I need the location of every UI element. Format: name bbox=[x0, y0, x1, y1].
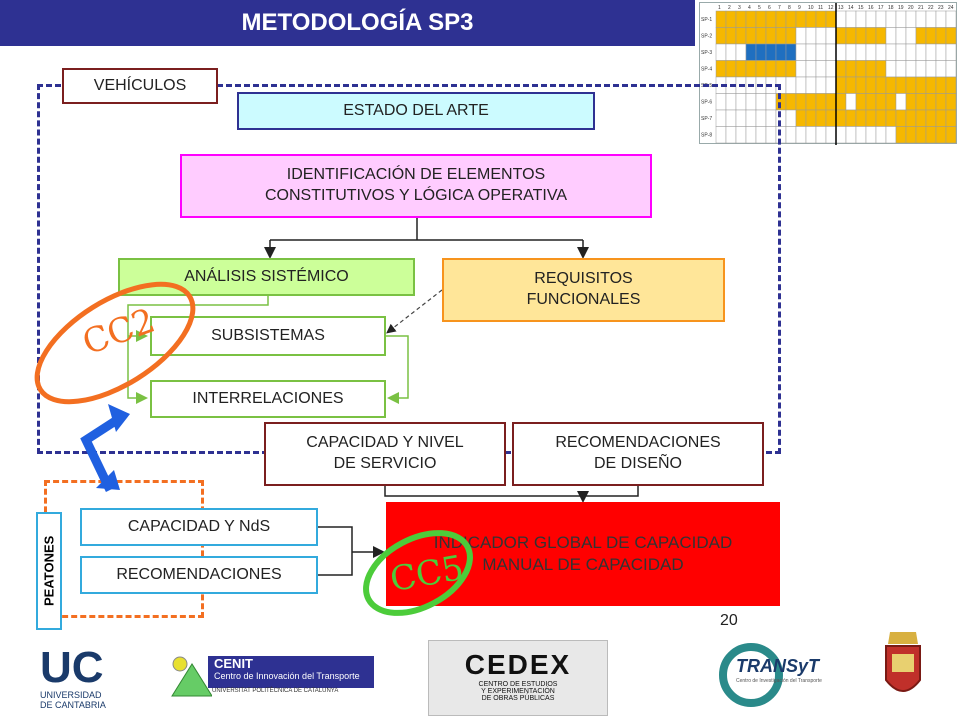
schedule-month-label: 16 bbox=[868, 5, 874, 11]
systemic-analysis-box: ANÁLISIS SISTÉMICO bbox=[118, 258, 415, 296]
capacity-nds-box: CAPACIDAD Y NdS bbox=[80, 508, 318, 546]
cenit-banner: CENIT Centro de Innovación del Transport… bbox=[208, 656, 374, 688]
schedule-row-label: SP-4 bbox=[701, 67, 712, 73]
schedule-cell bbox=[945, 126, 957, 144]
schedule-row-label: SP-2 bbox=[701, 34, 712, 40]
schedule-month-label: 4 bbox=[748, 5, 751, 11]
schedule-row-label: SP-7 bbox=[701, 116, 712, 122]
schedule-month-label: 10 bbox=[808, 5, 814, 11]
schedule-month-label: 1 bbox=[718, 5, 721, 11]
schedule-month-label: 6 bbox=[768, 5, 771, 11]
cenit-triangle-icon bbox=[171, 656, 212, 697]
identification-box: IDENTIFICACIÓN DE ELEMENTOS CONSTITUTIVO… bbox=[180, 154, 652, 218]
transyt-text: TRANSyT bbox=[736, 656, 820, 676]
schedule-month-label: 13 bbox=[838, 5, 844, 11]
cenit-text: CENIT bbox=[214, 656, 253, 671]
transyt-ring-icon bbox=[719, 643, 783, 707]
page-number: 20 bbox=[720, 612, 738, 629]
schedule-row-label: SP-1 bbox=[701, 17, 712, 23]
schedule-month-label: 24 bbox=[948, 5, 954, 11]
schedule-month-label: 20 bbox=[908, 5, 914, 11]
coat-of-arms-icon bbox=[885, 632, 921, 692]
schedule-month-label: 8 bbox=[788, 5, 791, 11]
schedule-month-label: 5 bbox=[758, 5, 761, 11]
cc2-ellipse bbox=[34, 281, 196, 405]
schedule-month-label: 2 bbox=[728, 5, 731, 11]
transyt-logo: TRANSyT Centro de Investigación del Tran… bbox=[716, 640, 856, 710]
uc-logo-text: UC bbox=[40, 643, 104, 692]
cenit-logo: CENIT Centro de Innovación del Transport… bbox=[168, 652, 374, 698]
uc-logo-sub: UNIVERSIDAD DE CANTABRIA bbox=[40, 690, 106, 710]
schedule-month-label: 14 bbox=[848, 5, 854, 11]
transyt-sub: Centro de Investigación del Transporte bbox=[736, 678, 822, 684]
schedule-month-label: 18 bbox=[888, 5, 894, 11]
title-bar bbox=[0, 0, 695, 46]
schedule-row-label: SP-8 bbox=[701, 133, 712, 139]
recommendations-box: RECOMENDACIONES bbox=[80, 556, 318, 594]
cenit-sub: Centro de Innovación del Transporte bbox=[214, 671, 360, 681]
schedule-month-label: 3 bbox=[738, 5, 741, 11]
cedex-sub: CENTRO DE ESTUDIOS Y EXPERIMENTACIÓN DE … bbox=[478, 681, 558, 702]
schedule-month-label: 12 bbox=[828, 5, 834, 11]
page-title: METODOLOGÍA SP3 bbox=[241, 9, 474, 36]
schedule-month-label: 9 bbox=[798, 5, 801, 11]
cedex-text: CEDEX bbox=[464, 649, 572, 680]
schedule-month-label: 19 bbox=[898, 5, 904, 11]
vehicles-label: VEHÍCULOS bbox=[62, 68, 218, 104]
schedule-month-label: 22 bbox=[928, 5, 934, 11]
capacity-service-box: CAPACIDAD Y NIVEL DE SERVICIO bbox=[264, 422, 506, 486]
schedule-month-label: 15 bbox=[858, 5, 864, 11]
interrelations-box: INTERRELACIONES bbox=[150, 380, 386, 418]
schedule-month-label: 23 bbox=[938, 5, 944, 11]
schedule-month-label: 17 bbox=[878, 5, 884, 11]
cedex-logo: CEDEX CENTRO DE ESTUDIOS Y EXPERIMENTACI… bbox=[428, 640, 608, 716]
state-of-art-box: ESTADO DEL ARTE bbox=[237, 92, 595, 130]
functional-requirements-box: REQUISITOS FUNCIONALES bbox=[442, 258, 725, 322]
schedule-month-label: 11 bbox=[818, 5, 823, 11]
schedule-month-label: 21 bbox=[918, 5, 924, 11]
cenit-sub2: UNIVERSITAT POLITÈCNICA DE CATALUNYA bbox=[212, 688, 339, 694]
design-recommendations-box: RECOMENDACIONES DE DISEÑO bbox=[512, 422, 764, 486]
schedule-month-label: 7 bbox=[778, 5, 781, 11]
cc5-ellipse bbox=[363, 530, 473, 616]
uc-logo: UC UNIVERSIDAD DE CANTABRIA bbox=[40, 646, 130, 712]
schedule-row-label: SP-6 bbox=[701, 100, 712, 106]
schedule-row-label: SP-3 bbox=[701, 50, 712, 56]
